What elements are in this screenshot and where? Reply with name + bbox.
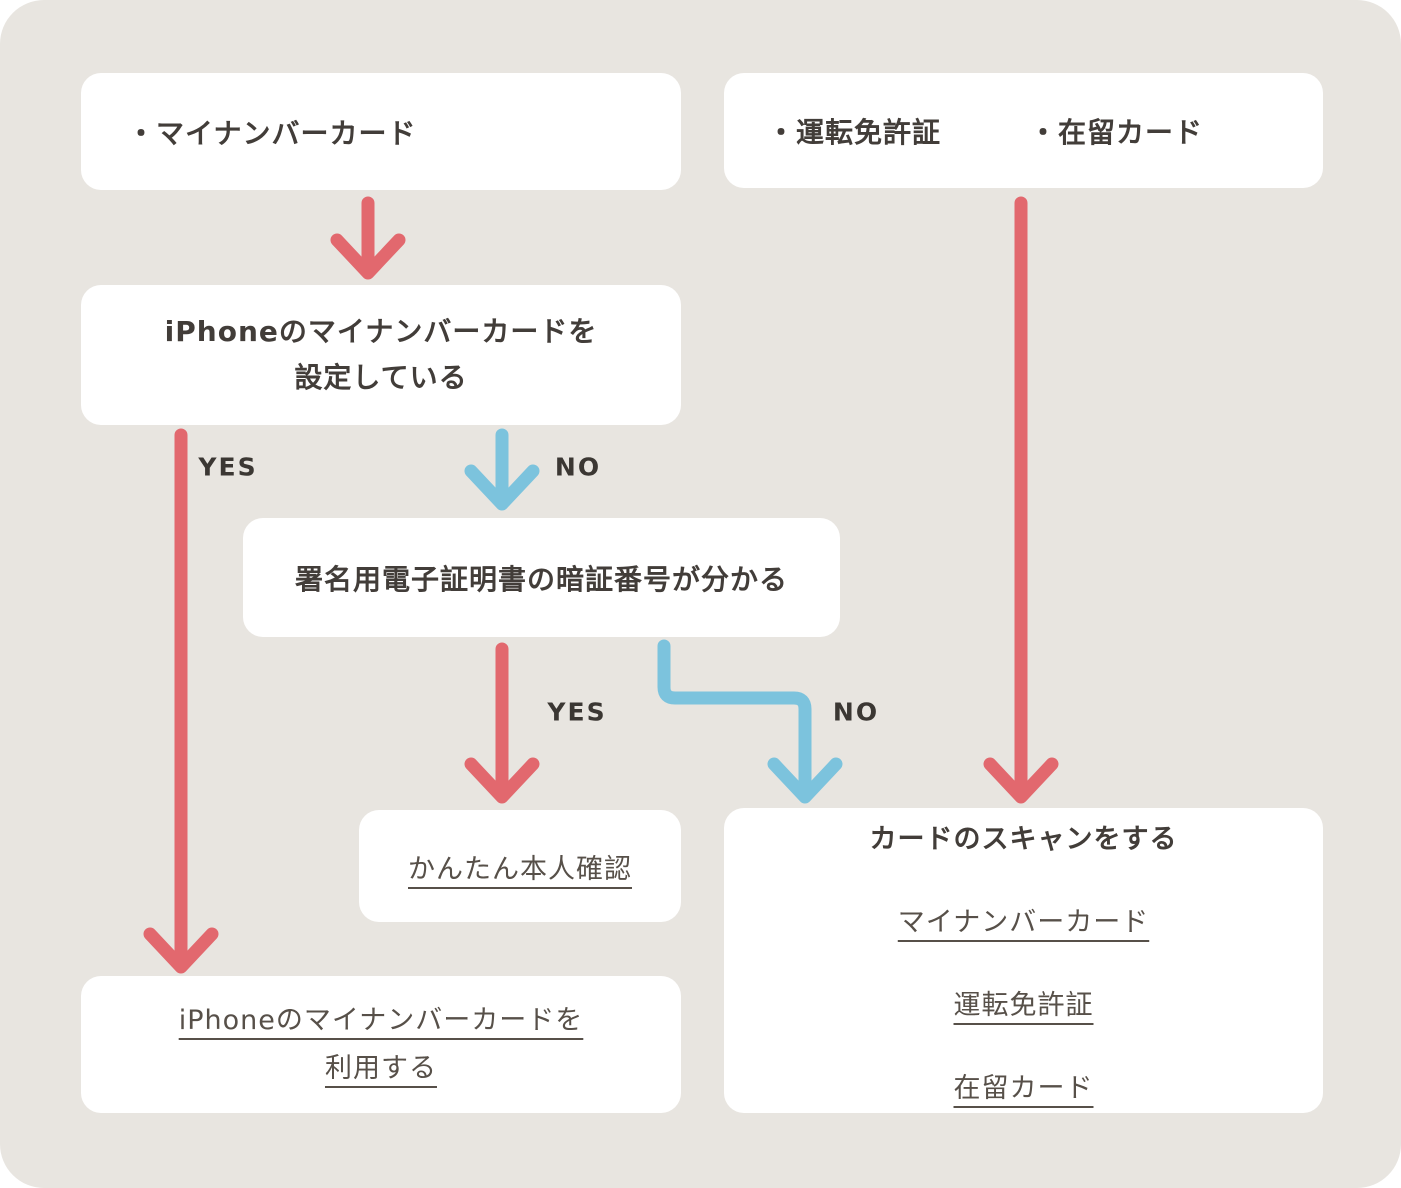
node-signature-pin-question: 署名用電子証明書の暗証番号が分かる bbox=[243, 518, 840, 637]
easy-identity-verification-link[interactable]: かんたん本人確認 bbox=[408, 853, 632, 885]
node-use-iphone-mynumber: iPhoneのマイナンバーカードを 利用する bbox=[81, 976, 681, 1113]
node-mynumber-card-label: ・マイナンバーカード bbox=[127, 116, 417, 150]
node-easy-identity-verification: かんたん本人確認 bbox=[359, 810, 681, 922]
arrow-setup-no-to-pin-icon bbox=[464, 428, 540, 511]
label-setup-yes: YES bbox=[198, 452, 258, 482]
pin-question-label: 署名用電子証明書の暗証番号が分かる bbox=[294, 562, 788, 596]
card-scan-title: カードのスキャンをする bbox=[869, 823, 1178, 855]
node-drivers-license-label: ・運転免許証 bbox=[767, 115, 942, 149]
card-scan-drivers-license-link[interactable]: 運転免許証 bbox=[953, 989, 1094, 1021]
arrow-setup-yes-to-use-icon bbox=[143, 428, 219, 974]
node-other-id-cards: ・運転免許証 ・在留カード bbox=[724, 73, 1323, 188]
label-setup-no: NO bbox=[554, 452, 602, 482]
use-iphone-mynumber-line1: iPhoneのマイナンバーカードを bbox=[178, 1004, 584, 1036]
setup-question-line1: iPhoneのマイナンバーカードを bbox=[164, 315, 598, 348]
label-pin-no: NO bbox=[832, 697, 880, 727]
arrow-pin-yes-to-easy-icon bbox=[464, 642, 540, 804]
card-scan-mynumber-link[interactable]: マイナンバーカード bbox=[897, 906, 1150, 938]
node-mynumber-card: ・マイナンバーカード bbox=[81, 73, 681, 190]
arrow-pin-no-to-scan-icon bbox=[657, 639, 843, 804]
arrow-mynumber-to-setup-icon bbox=[330, 196, 406, 280]
use-iphone-mynumber-link[interactable]: iPhoneのマイナンバーカードを 利用する bbox=[179, 997, 584, 1093]
node-iphone-mynumber-setup-question: iPhoneのマイナンバーカードを 設定している bbox=[81, 285, 681, 425]
setup-question-line2: 設定している bbox=[294, 361, 468, 394]
use-iphone-mynumber-line2: 利用する bbox=[324, 1052, 437, 1084]
label-pin-yes: YES bbox=[547, 697, 607, 727]
arrow-otherids-to-scan-icon bbox=[983, 196, 1059, 804]
node-residence-card-label: ・在留カード bbox=[1029, 115, 1204, 149]
card-scan-residence-card-link[interactable]: 在留カード bbox=[953, 1072, 1094, 1104]
node-card-scan: カードのスキャンをする マイナンバーカード 運転免許証 在留カード bbox=[724, 808, 1323, 1113]
